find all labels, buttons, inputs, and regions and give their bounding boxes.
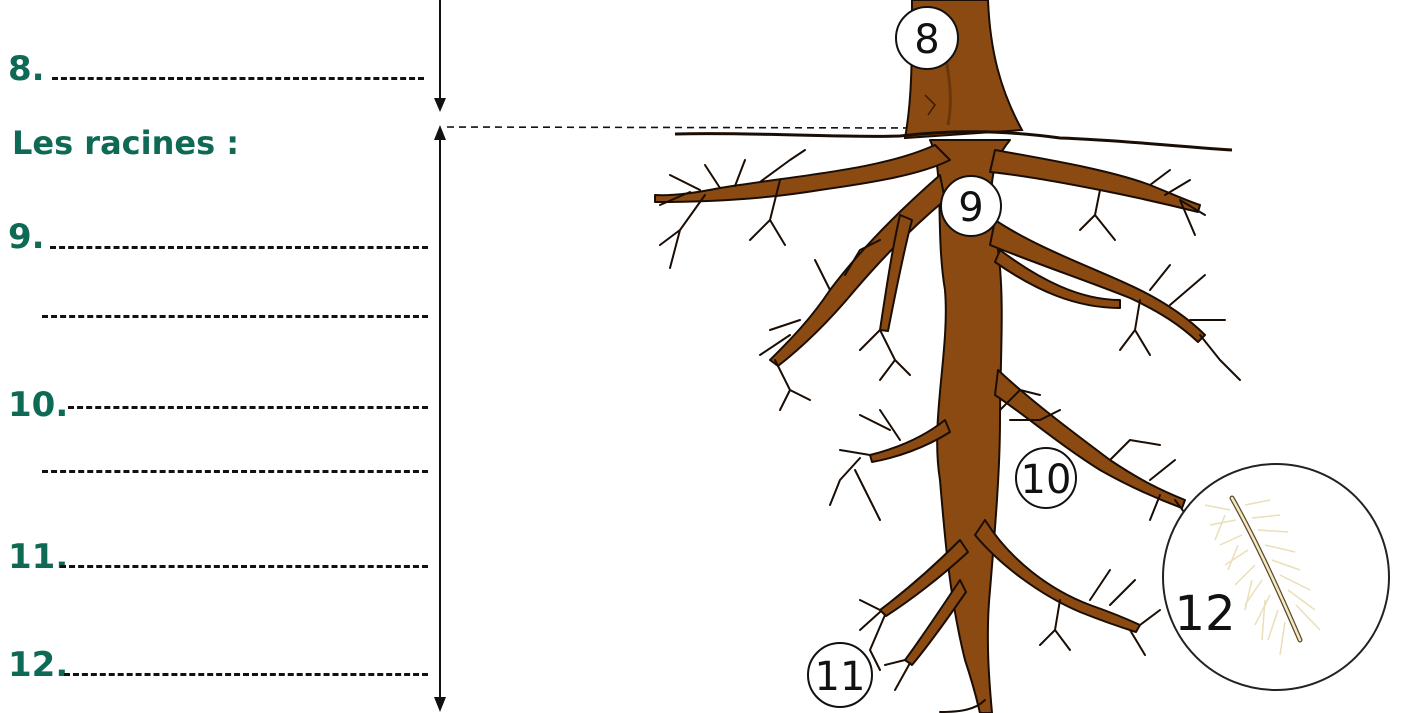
svg-text:8: 8 (914, 17, 939, 63)
marker-11: 11 (808, 643, 872, 707)
arrow-down-icon (434, 98, 446, 112)
marker-9: 9 (941, 176, 1001, 236)
marker-12: 12 (1174, 586, 1235, 642)
svg-text:9: 9 (958, 185, 983, 231)
scale-arrows (434, 0, 910, 712)
svg-text:12: 12 (1174, 586, 1235, 642)
root-hair-magnifier (1163, 464, 1389, 690)
roots (655, 140, 1205, 713)
marker-10: 10 (1016, 448, 1076, 508)
svg-text:11: 11 (815, 654, 866, 700)
arrow-down-icon (434, 697, 446, 712)
marker-8: 8 (896, 7, 958, 69)
svg-text:10: 10 (1021, 457, 1072, 503)
ground-level-dashed-line (447, 127, 910, 128)
